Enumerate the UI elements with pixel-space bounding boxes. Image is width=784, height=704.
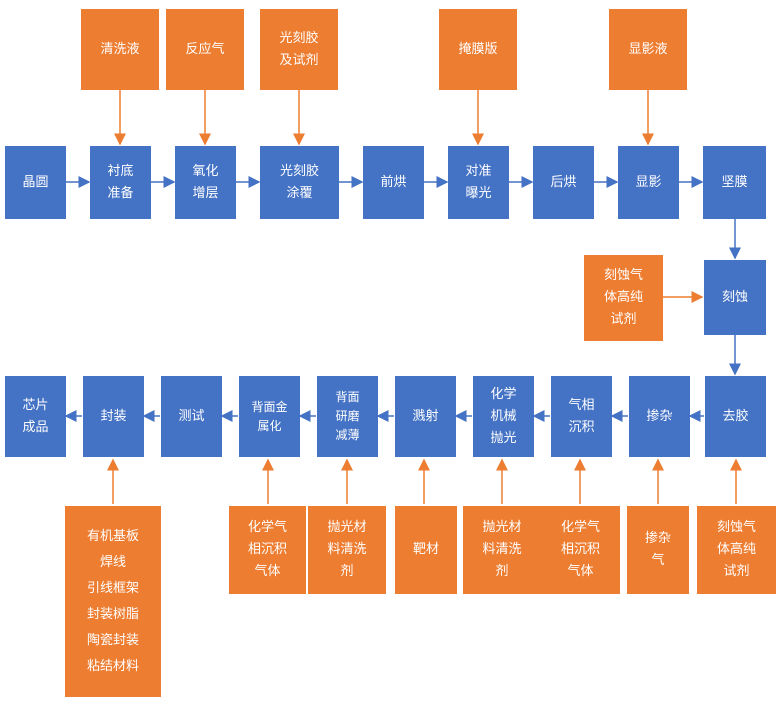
material-developer: 显影液 (609, 9, 687, 90)
step-cmp: 化学 机械 抛光 (473, 376, 534, 457)
step-align-expose: 对准 曝光 (448, 146, 509, 219)
step-wafer: 晶圆 (5, 146, 66, 219)
material-backside-cvd-gas: 化学气 相沉积 气体 (229, 506, 306, 594)
step-strip: 去胶 (705, 376, 766, 457)
material-doping-gas: 掺杂 气 (627, 506, 689, 594)
material-target: 靶材 (395, 506, 457, 594)
step-backside-grind: 背面 研磨 减薄 (317, 376, 378, 457)
material-mask: 掩膜版 (439, 9, 517, 90)
step-oxide-growth: 氧化 增层 (175, 146, 236, 219)
step-package: 封装 (83, 376, 144, 457)
material-reactive-gas: 反应气 (166, 9, 244, 90)
material-etch-gas-reagent: 刻蚀气 体高纯 试剂 (584, 255, 663, 341)
step-sputter: 溅射 (395, 376, 456, 457)
step-doping: 掺杂 (629, 376, 690, 457)
material-photoresist-reagent: 光刻胶 及试剂 (260, 9, 338, 90)
material-cvd-gas: 化学气 相沉积 气体 (541, 506, 620, 594)
step-prebake: 前烘 (363, 146, 424, 219)
step-etch: 刻蚀 (704, 260, 766, 335)
step-cvd: 气相 沉积 (551, 376, 612, 457)
material-polish-clean-1: 抛光材 料清洗 剂 (308, 506, 386, 594)
step-finished-chip: 芯片 成品 (5, 376, 66, 457)
step-hard-bake: 坚膜 (703, 146, 766, 219)
material-polish-clean-2: 抛光材 料清洗 剂 (463, 506, 541, 594)
step-backside-metal: 背面金 属化 (239, 376, 300, 457)
step-substrate-prep: 衬底 准备 (90, 146, 151, 219)
step-develop: 显影 (618, 146, 679, 219)
step-postbake: 后烘 (533, 146, 594, 219)
step-resist-coating: 光刻胶 涂覆 (260, 146, 339, 219)
material-packaging: 有机基板 焊线 引线框架 封装树脂 陶瓷封装 粘结材料 (65, 506, 161, 697)
step-test: 测试 (161, 376, 222, 457)
material-etch-gas-reagent-2: 刻蚀气 体高纯 试剂 (697, 506, 776, 594)
material-cleaning-fluid: 清洗液 (81, 9, 159, 90)
